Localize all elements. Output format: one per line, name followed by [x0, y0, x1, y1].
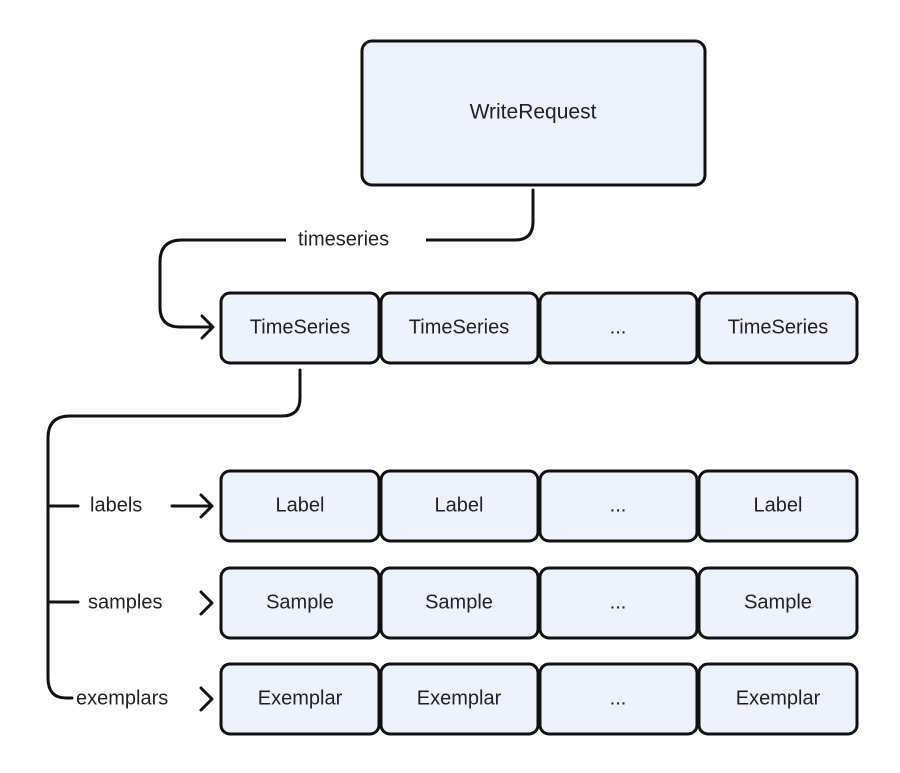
timeseries-cell: ... — [538, 291, 699, 365]
labels-edge-label: labels — [90, 494, 142, 516]
timeseries-cell-label: TimeSeries — [250, 316, 350, 338]
sample-cell-label: Sample — [744, 591, 812, 613]
label-cell: Label — [697, 469, 859, 543]
sample-cell-box — [697, 566, 859, 640]
writerequest-node: WriteRequest — [360, 39, 707, 187]
exemplar-cell: Exemplar — [379, 662, 540, 736]
exemplar-cell-box — [538, 662, 699, 736]
samples-field: samples Sample Sample ... Sample — [88, 566, 859, 640]
sample-cell-label: ... — [610, 591, 627, 613]
timeseries-arrowhead — [200, 314, 215, 340]
timeseries-cell: TimeSeries — [219, 291, 381, 365]
timeseries-cell: TimeSeries — [379, 291, 540, 365]
label-cell-box — [697, 469, 859, 543]
sample-cell-box — [379, 566, 540, 640]
exemplar-cell-label: Exemplar — [258, 687, 343, 709]
samples-row: Sample Sample ... Sample — [219, 566, 859, 640]
sample-cell-box — [219, 566, 381, 640]
exemplar-cell: Exemplar — [219, 662, 381, 736]
exemplar-cell-label: Exemplar — [417, 687, 502, 709]
timeseries-cell-box — [219, 291, 381, 365]
sample-cell: Sample — [379, 566, 540, 640]
label-cell-box — [538, 469, 699, 543]
label-cell-box — [379, 469, 540, 543]
exemplars-edge-label: exemplars — [76, 687, 168, 709]
exemplar-cell: ... — [538, 662, 699, 736]
timeseries-row: TimeSeries TimeSeries ... TimeSeries — [219, 291, 859, 365]
label-cell: Label — [219, 469, 381, 543]
samples-arrow — [199, 590, 214, 616]
timeseries-edge — [158, 188, 535, 329]
exemplars-field: exemplars Exemplar Exemplar ... Exemplar — [76, 662, 859, 736]
label-cell-label: ... — [610, 494, 627, 516]
exemplar-cell-box — [219, 662, 381, 736]
timeseries-cell-box — [538, 291, 699, 365]
sample-cell-label: Sample — [266, 591, 334, 613]
fields-trunk-edge — [46, 368, 302, 700]
sample-cell-label: Sample — [425, 591, 493, 613]
labels-field: labels Label Label ... Label — [90, 469, 859, 543]
label-cell-label: Label — [276, 494, 325, 516]
exemplar-cell-box — [379, 662, 540, 736]
timeseries-cell-label: TimeSeries — [728, 316, 828, 338]
timeseries-cell: TimeSeries — [697, 291, 859, 365]
exemplar-cell: Exemplar — [697, 662, 859, 736]
sample-cell: Sample — [697, 566, 859, 640]
exemplar-cell-label: Exemplar — [736, 687, 821, 709]
label-cell-label: Label — [754, 494, 803, 516]
labels-arrow — [170, 493, 214, 519]
exemplars-row: Exemplar Exemplar ... Exemplar — [219, 662, 859, 736]
sample-cell-box — [538, 566, 699, 640]
writerequest-box — [360, 39, 707, 187]
timeseries-cell-box — [697, 291, 859, 365]
timeseries-cell-box — [379, 291, 540, 365]
timeseries-edge-label-bg — [286, 225, 426, 255]
timeseries-edge-label: timeseries — [298, 228, 389, 250]
label-cell-label: Label — [435, 494, 484, 516]
exemplar-cell-label: ... — [610, 687, 627, 709]
exemplars-arrow — [199, 686, 214, 712]
label-cell-box — [219, 469, 381, 543]
writerequest-label: WriteRequest — [470, 101, 597, 124]
timeseries-cell-label: TimeSeries — [409, 316, 509, 338]
exemplar-cell-box — [697, 662, 859, 736]
timeseries-cell-label: ... — [610, 316, 627, 338]
label-cell: ... — [538, 469, 699, 543]
labels-row: Label Label ... Label — [219, 469, 859, 543]
sample-cell: ... — [538, 566, 699, 640]
samples-edge-label: samples — [88, 591, 162, 613]
label-cell: Label — [379, 469, 540, 543]
sample-cell: Sample — [219, 566, 381, 640]
